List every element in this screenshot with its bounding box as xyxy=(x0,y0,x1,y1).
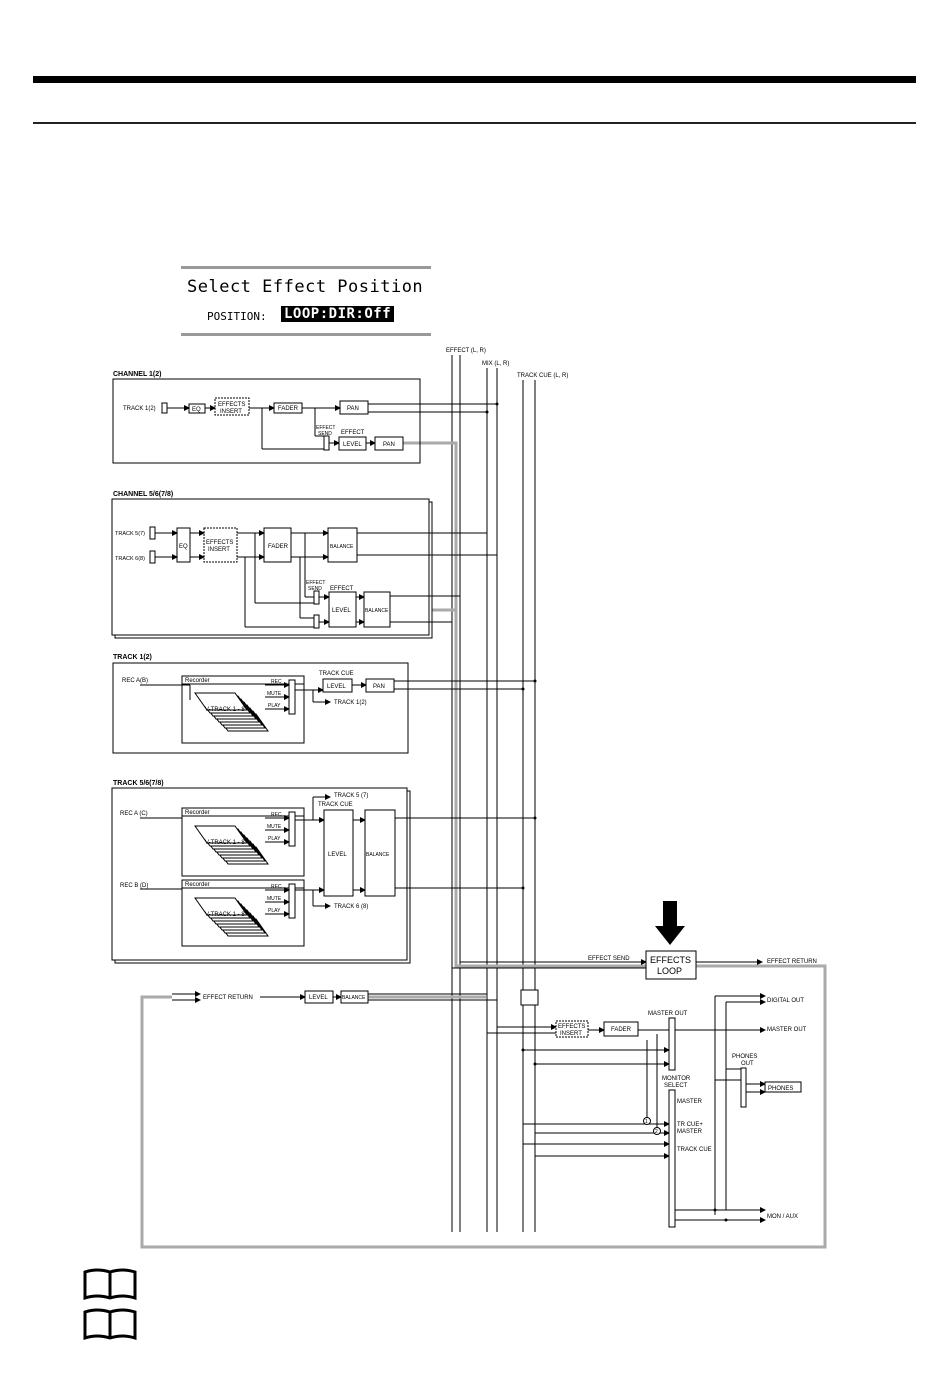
mon-trackcue-label: TRACK CUE xyxy=(677,1147,712,1153)
out-effect-send-label: EFFECT SEND xyxy=(588,956,630,962)
digital-out-label: DIGITAL OUT xyxy=(767,998,804,1004)
down-arrow-icon xyxy=(655,901,685,945)
tr12-level-label: LEVEL xyxy=(327,684,346,690)
tr56-rec-port-b: REC xyxy=(271,884,282,890)
tr12-rec-label: REC A(B) xyxy=(122,678,148,684)
phones-out-label-1: PHONES xyxy=(732,1054,757,1060)
ch12-pan-label: PAN xyxy=(347,406,359,412)
mark-2: 2 xyxy=(655,1129,658,1135)
lcd-title: Select Effect Position xyxy=(187,277,424,297)
in-effect-return-label: EFFECT RETURN xyxy=(203,995,253,1001)
master-out-label: MASTER OUT xyxy=(767,1027,807,1033)
tr12-mute-port: MUTE xyxy=(267,691,282,697)
track-5-6-title: TRACK 5/6(7/8) xyxy=(113,780,164,787)
header-thin-rule xyxy=(33,122,916,124)
ch12-send-label-2: SEND xyxy=(318,431,332,437)
tr12-cue-label: TRACK CUE xyxy=(319,671,354,677)
lcd-position-value: LOOP:DIR:Off xyxy=(281,306,395,322)
bus-label-mix: MIX (L, R) xyxy=(482,361,509,367)
ch56-send-label-1: EFFECT xyxy=(306,580,325,586)
tr56-rec-b-label: REC B (D) xyxy=(120,883,148,889)
ch56-effect-label: EFFECT xyxy=(330,586,354,592)
bus-label-track-cue: TRACK CUE (L, R) xyxy=(517,373,568,379)
tr12-vtrack-label: V-TRACK 1 - 8 xyxy=(205,707,245,713)
lcd-position-label: POSITION: xyxy=(207,310,267,323)
lcd-display: Select Effect Position POSITION: LOOP:DI… xyxy=(181,266,431,336)
tr12-rec-port: REC xyxy=(271,679,282,685)
master-out-box-label: MASTER OUT xyxy=(648,1011,688,1017)
channel-1-2-block: CHANNEL 1(2) TRACK 1(2) EQ EFFECTS INSER… xyxy=(112,371,499,464)
out-effect-return-label: EFFECT RETURN xyxy=(767,959,817,965)
ch12-level-label: LEVEL xyxy=(343,442,362,448)
mon-trcue-label-2: MASTER xyxy=(677,1129,703,1135)
ch56-balance-label: BALANCE xyxy=(330,544,354,550)
effects-loop-label-2: LOOP xyxy=(657,966,682,976)
ch56-fader-label: FADER xyxy=(268,544,289,550)
tr56-recorder-b-label: Recorder xyxy=(185,882,210,888)
output-section: EFFECT SEND EFFECTS LOOP EFFECT RETURN E… xyxy=(172,901,817,1228)
tr12-pan-label: PAN xyxy=(373,684,385,690)
tr56-recorder-a-label: Recorder xyxy=(185,810,210,816)
track-1-2-block: TRACK 1(2) REC A(B) Recorder V-TRACK 1 -… xyxy=(112,654,537,754)
ch12-send-label-1: EFFECT xyxy=(316,425,335,431)
phones-label: PHONES xyxy=(768,1086,793,1092)
tr56-play-port-a: PLAY xyxy=(268,836,281,842)
tr56-out6-label: TRACK 6 (8) xyxy=(334,904,368,910)
tr56-play-port-b: PLAY xyxy=(268,908,281,914)
ret-balance-label: BALANCE xyxy=(342,995,366,1001)
tr56-out5-label: TRACK 5 (7) xyxy=(334,793,368,799)
ch56-track5-label: TRACK 5(7) xyxy=(115,531,145,537)
ch56-insert-label-1: EFFECTS xyxy=(206,540,233,546)
tr12-recorder-label: Recorder xyxy=(185,678,210,684)
bus-label-effect: EFFECT (L, R) xyxy=(446,348,486,354)
ch56-eq-label: EQ xyxy=(179,544,188,550)
ch12-insert-label-2: INSERT xyxy=(220,409,242,415)
book-reference-icon xyxy=(83,1268,137,1300)
channel-5-6-title: CHANNEL 5/6(7/8) xyxy=(113,491,173,498)
tr12-play-port: PLAY xyxy=(268,703,281,709)
tr56-balance-label: BALANCE xyxy=(366,852,390,858)
ch12-insert-label-1: EFFECTS xyxy=(218,402,245,408)
bus-lines xyxy=(451,355,536,1232)
channel-1-2-title: CHANNEL 1(2) xyxy=(113,371,162,378)
track-5-6-block: TRACK 5/6(7/8) REC A (C) REC B (D) Recor… xyxy=(111,780,537,964)
mon-master-label: MASTER xyxy=(677,1099,703,1105)
mon-aux-label: MON / AUX xyxy=(767,1214,798,1220)
ch56-track6-label: TRACK 6(8) xyxy=(115,556,145,562)
master-insert-label-1: EFFECTS xyxy=(558,1024,585,1030)
ch56-insert-label-2: INSERT xyxy=(208,547,230,553)
monitor-select-label-2: SELECT xyxy=(664,1083,688,1089)
tr56-vtrack-a-label: V-TRACK 1 - 8 xyxy=(205,840,245,846)
ch12-fader-label: FADER xyxy=(278,406,299,412)
master-fader-label: FADER xyxy=(611,1027,632,1033)
phones-out-label-2: OUT xyxy=(741,1061,754,1067)
mon-trcue-label-1: TR CUE+ xyxy=(677,1122,703,1128)
tr56-level-label: LEVEL xyxy=(328,852,347,858)
ch12-pan2-label: PAN xyxy=(383,442,395,448)
tr56-cue-label: TRACK CUE xyxy=(318,802,353,808)
tr56-vtrack-b-label: V-TRACK 1 - 8 xyxy=(205,912,245,918)
ch56-level-label: LEVEL xyxy=(332,608,351,614)
tr56-mute-port-b: MUTE xyxy=(267,896,282,902)
effects-loop-label-1: EFFECTS xyxy=(650,955,691,965)
book-reference-icon xyxy=(83,1308,137,1340)
ch56-send-label-2: SEND xyxy=(308,586,322,592)
ch12-eq-label: EQ xyxy=(192,407,201,413)
ret-level-label: LEVEL xyxy=(309,995,328,1001)
track-1-2-title: TRACK 1(2) xyxy=(113,654,152,661)
channel-5-6-block: CHANNEL 5/6(7/8) TRACK 5(7) TRACK 6(8) E… xyxy=(111,491,497,639)
tr12-out-label: TRACK 1(2) xyxy=(334,700,367,706)
ch12-effect-label: EFFECT xyxy=(341,430,365,436)
tr56-mute-port-a: MUTE xyxy=(267,824,282,830)
tr56-rec-a-label: REC A (C) xyxy=(120,811,148,817)
tr56-rec-port-a: REC xyxy=(271,812,282,818)
monitor-select-label-1: MONITOR xyxy=(662,1076,691,1082)
header-thick-rule xyxy=(33,76,916,83)
mark-1: 1 xyxy=(645,1119,648,1125)
ch56-balance2-label: BALANCE xyxy=(365,608,389,614)
ch12-track-label: TRACK 1(2) xyxy=(123,406,156,412)
master-insert-label-2: INSERT xyxy=(560,1031,582,1037)
